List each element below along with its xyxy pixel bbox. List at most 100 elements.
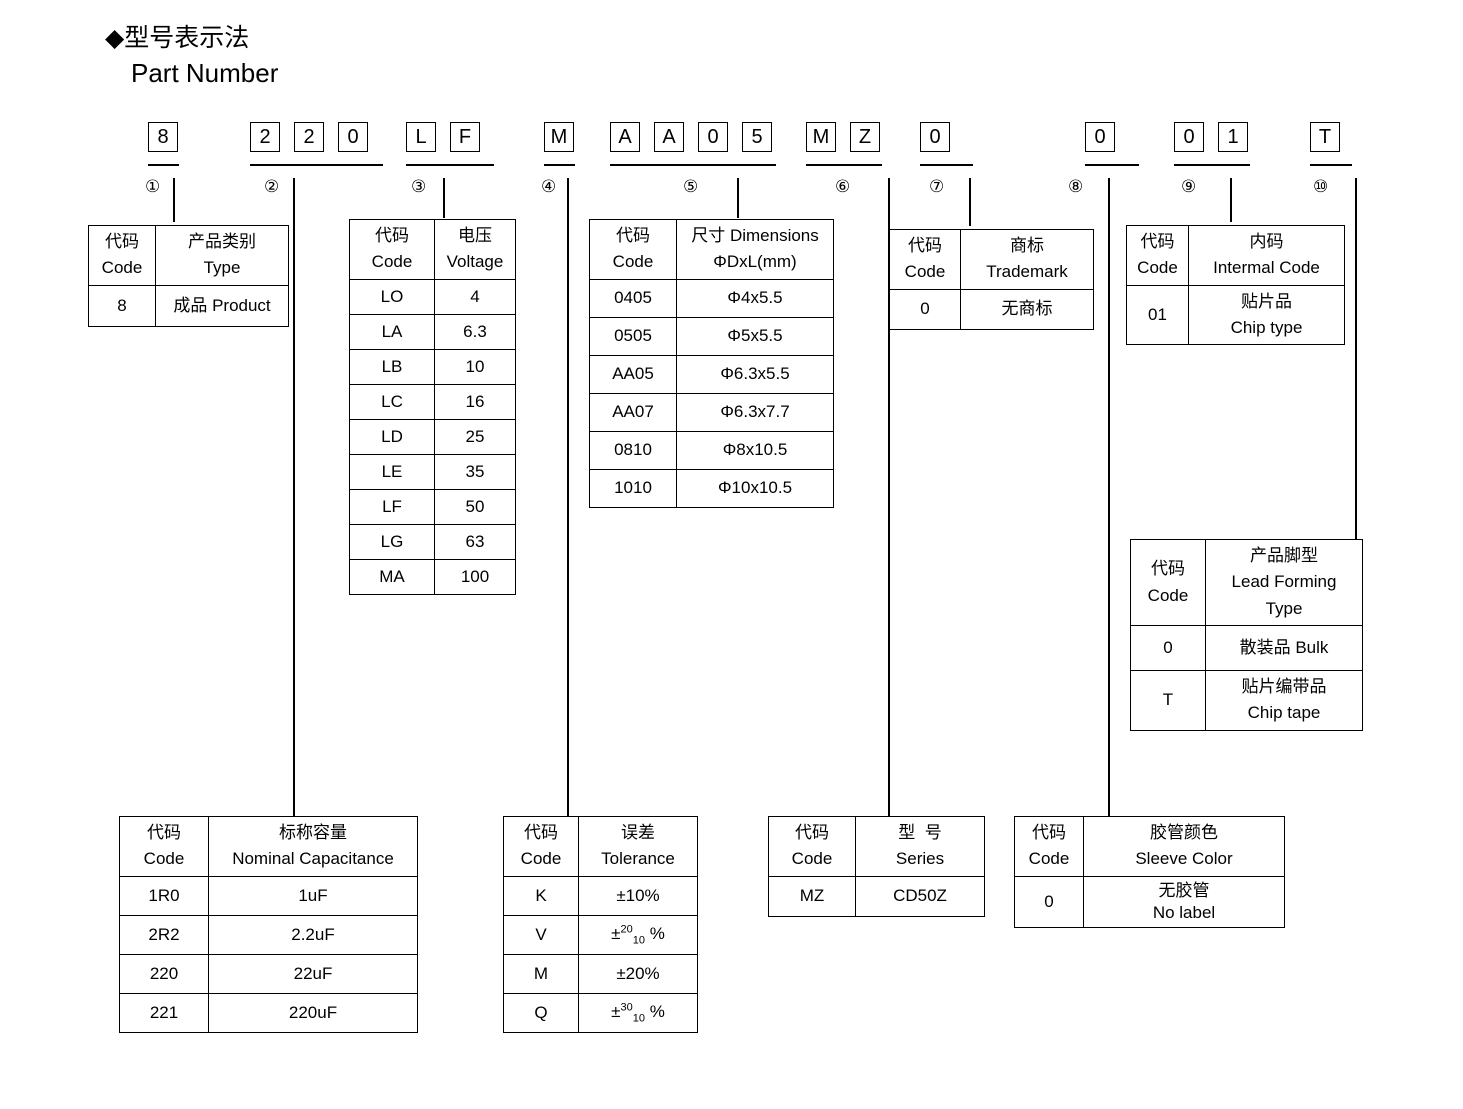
- header-code-en: Code: [520, 849, 562, 869]
- header-code: 代码 Code: [1014, 816, 1084, 877]
- pn-char-box: 8: [148, 122, 178, 152]
- cell-code: 01: [1126, 284, 1189, 346]
- cell-value: 50: [434, 488, 516, 525]
- cell-value: 成品 Product: [155, 284, 289, 327]
- header-value: 标称容量 Nominal Capacitance: [208, 816, 418, 877]
- header-code-cn: 代码: [1151, 559, 1185, 579]
- header-value-cn: 误差: [621, 823, 655, 842]
- table-header-row: 代码 Code 型 号 Series: [768, 816, 985, 877]
- cell-code: 1010: [589, 468, 677, 508]
- cell-value: Φ6.3x5.5: [676, 354, 834, 394]
- cell-value: 10: [434, 348, 516, 385]
- header-code: 代码 Code: [889, 229, 961, 290]
- header-value: 产品类别 Type: [155, 225, 289, 286]
- table-row: 01 贴片品 Chip type: [1126, 284, 1345, 346]
- leader-line-7: [969, 178, 972, 226]
- header-code: 代码 Code: [1130, 538, 1206, 627]
- diamond-bullet-icon: ◆: [105, 24, 125, 52]
- table-header-row: 代码 Code 电压 Voltage: [349, 219, 516, 280]
- header-value-en: ΦDxL(mm): [713, 252, 797, 272]
- group-index-8: ⑧: [1068, 177, 1084, 196]
- cell-value: 2.2uF: [208, 914, 418, 955]
- table-type: 代码 Code 产品类别 Type 8 成品 Product: [88, 225, 289, 327]
- cell-value: 22uF: [208, 953, 418, 994]
- group-index-3: ③: [411, 177, 427, 196]
- table-header-row: 代码 Code 商标 Trademark: [889, 229, 1094, 290]
- leader-line-2: [293, 178, 296, 816]
- table-row: 0 无商标: [889, 288, 1094, 330]
- tolerance-sign: ±: [611, 1001, 621, 1021]
- header-code-en: Code: [143, 849, 185, 869]
- pn-char-box: 2: [294, 122, 324, 152]
- header-value-en: Trademark: [986, 262, 1068, 282]
- header-code-cn: 代码: [1032, 823, 1066, 842]
- header-value-en: Sleeve Color: [1135, 849, 1233, 869]
- header-code-cn: 代码: [1140, 232, 1175, 251]
- header-value-en: Nominal Capacitance: [232, 849, 394, 869]
- pn-char-box: T: [1310, 122, 1340, 152]
- header-value-cn: 标称容量: [279, 823, 347, 842]
- tolerance-lower: 10: [632, 934, 645, 947]
- cell-code: 0: [1130, 625, 1206, 672]
- header-value-en2: Type: [1265, 598, 1303, 618]
- group-rule: [1085, 164, 1139, 167]
- table-sleeve-color: 代码 Code 胶管颜色 Sleeve Color 0 无胶管 No label: [1014, 816, 1285, 928]
- header-value: 胶管颜色 Sleeve Color: [1083, 816, 1285, 877]
- cell-value: 35: [434, 453, 516, 490]
- header-code-en: Code: [1147, 585, 1189, 605]
- cell-code: MZ: [768, 875, 856, 917]
- group-rule: [148, 164, 179, 167]
- cell-code: LG: [349, 523, 435, 560]
- header-code-cn: 代码: [375, 226, 409, 245]
- header-value-en: Lead Forming: [1231, 572, 1337, 592]
- header-value: 电压 Voltage: [434, 219, 516, 280]
- group-index-6: ⑥: [835, 177, 851, 196]
- table-header-row: 代码 Code 标称容量 Nominal Capacitance: [119, 816, 418, 877]
- header-code: 代码 Code: [503, 816, 579, 877]
- tolerance-upper: 30: [620, 1001, 633, 1014]
- pn-char-box: 1: [1218, 122, 1248, 152]
- tolerance-fraction: ±2010 %: [611, 923, 665, 947]
- cell-value: 100: [434, 558, 516, 595]
- cell-value: 贴片品 Chip type: [1188, 284, 1345, 346]
- pn-char-box: M: [806, 122, 836, 152]
- cell-code: V: [503, 914, 579, 955]
- table-row: 0 无胶管 No label: [1014, 875, 1285, 928]
- cell-code: 1R0: [119, 875, 209, 916]
- header-value-cn: 型 号: [898, 823, 942, 842]
- cell-value: Φ8x10.5: [676, 430, 834, 470]
- group-rule: [406, 164, 494, 167]
- cell-code: 220: [119, 953, 209, 994]
- group-rule: [610, 164, 776, 167]
- pn-char-box: L: [406, 122, 436, 152]
- cell-code: 0405: [589, 278, 677, 318]
- cell-value: Φ10x10.5: [676, 468, 834, 508]
- table-trademark: 代码 Code 商标 Trademark 0 无商标: [889, 229, 1094, 330]
- cell-code: 0: [1014, 875, 1084, 928]
- header-value-cn: 尺寸 Dimensions: [691, 226, 819, 245]
- header-code-en: Code: [101, 258, 143, 278]
- header-code: 代码 Code: [1126, 225, 1189, 286]
- header-value-cn: 产品类别: [188, 232, 256, 251]
- cell-value: Φ5x5.5: [676, 316, 834, 356]
- group-rule: [250, 164, 383, 167]
- cell-code: LC: [349, 383, 435, 420]
- cell-value: 16: [434, 383, 516, 420]
- header-value: 误差 Tolerance: [578, 816, 698, 877]
- group-index-4: ④: [541, 177, 557, 196]
- cell-value: 散装品 Bulk: [1205, 625, 1363, 672]
- group-rule: [1310, 164, 1352, 167]
- pn-char-box: 0: [698, 122, 728, 152]
- cell-code: LF: [349, 488, 435, 525]
